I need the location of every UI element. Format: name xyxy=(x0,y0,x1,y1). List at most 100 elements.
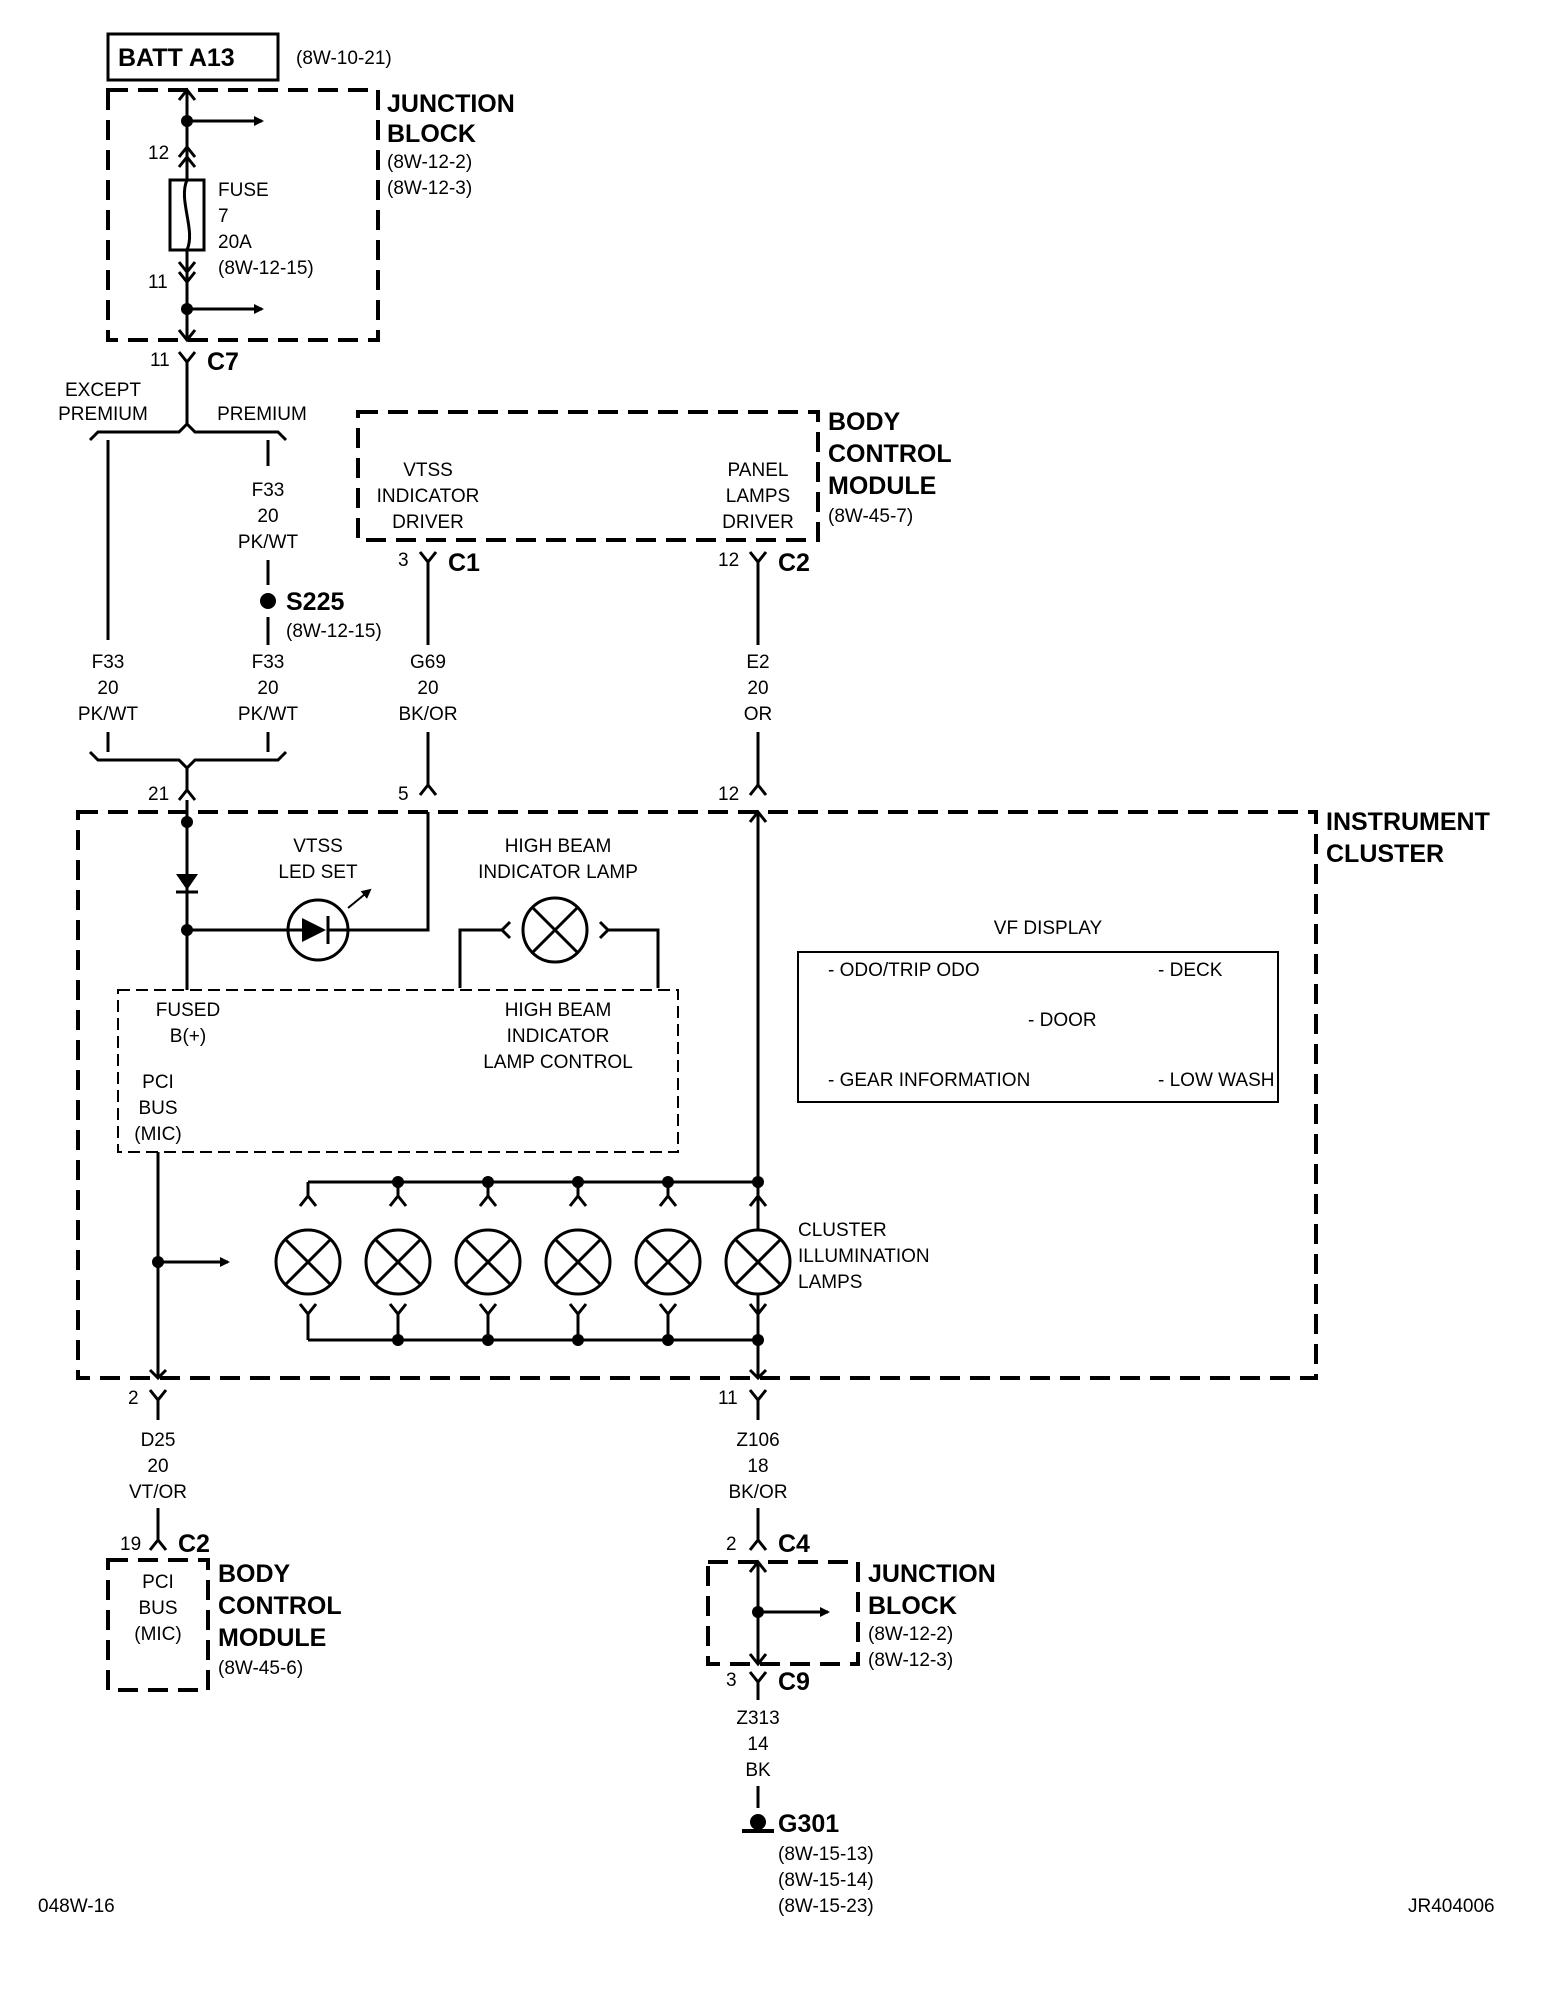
cluster-pin-12: 12 xyxy=(718,784,739,805)
except-premium-1: EXCEPT xyxy=(65,380,141,401)
c2-name: C2 xyxy=(778,549,810,577)
jb-top-title-2: BLOCK xyxy=(387,120,476,148)
wire-f33-premium-color: PK/WT xyxy=(238,532,299,553)
vtss-driver-1: VTSS xyxy=(403,460,453,481)
wire-g69-gauge: 20 xyxy=(417,678,438,699)
wire-f33-left-gauge: 20 xyxy=(97,678,118,699)
fuse-number: 7 xyxy=(218,206,229,227)
body-control-module-top: BODY CONTROL MODULE (8W-45-7) VTSS INDIC… xyxy=(356,408,952,542)
wire-g69-color: BK/OR xyxy=(398,704,457,725)
bcm-top-title-1: BODY xyxy=(828,408,901,436)
wire-d25-color: VT/OR xyxy=(129,1482,187,1503)
fuse-label: FUSE xyxy=(218,180,269,201)
wire-e2-gauge: 20 xyxy=(747,678,768,699)
vtss-led-label-2: LED SET xyxy=(278,862,358,883)
wire-f33-premium-circuit: F33 xyxy=(252,480,285,501)
vf-item-odo: - ODO/TRIP ODO xyxy=(828,960,980,981)
illumination-lamp-icon xyxy=(274,1182,342,1340)
illumination-lamp-icon xyxy=(544,1182,612,1340)
wire-f33-right-color: PK/WT xyxy=(238,704,299,725)
option-split: EXCEPT PREMIUM PREMIUM xyxy=(58,380,307,442)
pci-bus-2: BUS xyxy=(138,1098,177,1119)
hb-control-1: HIGH BEAM xyxy=(505,1000,612,1021)
jb-bottom-pin-c9: 3 xyxy=(726,1670,737,1691)
jb-top-pin-11: 11 xyxy=(148,272,168,293)
wire-d25-gauge: 20 xyxy=(147,1456,168,1477)
hb-control-2: INDICATOR xyxy=(507,1026,610,1047)
except-premium-2: PREMIUM xyxy=(58,404,148,425)
wire-z313-color: BK xyxy=(745,1760,771,1781)
fuse-icon xyxy=(168,178,206,252)
c2-pin: 12 xyxy=(718,550,739,571)
pci-bus-3: (MIC) xyxy=(134,1124,181,1145)
ground-ref-3: (8W-15-23) xyxy=(778,1896,874,1917)
cluster-pin-11: 11 xyxy=(718,1388,738,1409)
illumination-label-2: ILLUMINATION xyxy=(798,1246,930,1267)
hb-control-3: LAMP CONTROL xyxy=(483,1052,633,1073)
footer-right-code: JR404006 xyxy=(1408,1896,1495,1917)
illumination-lamp-icon xyxy=(454,1182,522,1340)
wire-f33-left-circuit: F33 xyxy=(92,652,125,673)
wire-z106-circuit: Z106 xyxy=(736,1430,779,1451)
cluster-pin-21: 21 xyxy=(148,784,169,805)
jb-top-title-1: JUNCTION xyxy=(387,90,515,118)
instrument-cluster: INSTRUMENT CLUSTER VTSS LED SET xyxy=(76,800,1490,1381)
fused-b-plus-2: B(+) xyxy=(170,1026,206,1047)
vf-item-deck: - DECK xyxy=(1158,960,1223,981)
illumination-lamp-icon xyxy=(724,1182,792,1340)
ground-ref-2: (8W-15-14) xyxy=(778,1870,874,1891)
illumination-label-1: CLUSTER xyxy=(798,1220,887,1241)
fuse-amperage: 20A xyxy=(218,232,252,253)
wire-f33-right-circuit: F33 xyxy=(252,652,285,673)
cluster-illumination-lamps xyxy=(274,1176,792,1346)
body-control-module-bottom: 19 C2 PCI BUS (MIC) BODY CONTROL MODULE … xyxy=(106,1530,342,1692)
jb-bottom-c4: C4 xyxy=(778,1530,810,1558)
ground-name: G301 xyxy=(778,1810,839,1838)
high-beam-lamp-label-1: HIGH BEAM xyxy=(505,836,612,857)
battery-source: BATT A13 (8W-10-21) xyxy=(106,32,392,82)
panel-driver-2: LAMPS xyxy=(726,486,790,507)
cluster-pin-5: 5 xyxy=(398,784,409,805)
ground-ref-1: (8W-15-13) xyxy=(778,1844,874,1865)
bcm-bottom-connector: C2 xyxy=(178,1530,210,1558)
wire-e2-circuit: E2 xyxy=(746,652,769,673)
panel-driver-1: PANEL xyxy=(728,460,789,481)
wire-d25-circuit: D25 xyxy=(141,1430,176,1451)
vf-item-gear: - GEAR INFORMATION xyxy=(828,1070,1030,1091)
c1-pin: 3 xyxy=(398,550,409,571)
jb-top-ref-1: (8W-12-2) xyxy=(387,152,472,173)
wire-g69-circuit: G69 xyxy=(410,652,446,673)
jb-top-pin-12: 12 xyxy=(148,143,169,164)
cluster-pin-2: 2 xyxy=(128,1388,139,1409)
high-beam-lamp-label-2: INDICATOR LAMP xyxy=(478,862,638,883)
splice-s225: S225 (8W-12-15) xyxy=(260,588,382,642)
vtss-led-label-1: VTSS xyxy=(293,836,343,857)
diode-icon xyxy=(176,874,198,894)
bcm-bottom-pin: 19 xyxy=(120,1534,141,1555)
bcm-bottom-title-3: MODULE xyxy=(218,1624,326,1652)
vtss-driver-3: DRIVER xyxy=(392,512,464,533)
wire-z106-gauge: 18 xyxy=(747,1456,768,1477)
c7-pin: 11 xyxy=(150,350,170,371)
illumination-label-3: LAMPS xyxy=(798,1272,862,1293)
vtss-driver-2: INDICATOR xyxy=(377,486,480,507)
c7-name: C7 xyxy=(207,348,239,376)
vf-display: VF DISPLAY - ODO/TRIP ODO - DECK - DOOR … xyxy=(797,918,1279,1103)
jb-bottom-title-2: BLOCK xyxy=(868,1592,957,1620)
footer-left-code: 048W-16 xyxy=(38,1896,115,1917)
wire-z106-color: BK/OR xyxy=(728,1482,787,1503)
bcm-top-title-3: MODULE xyxy=(828,472,936,500)
ground-icon xyxy=(742,1814,774,1833)
wire-f33-left-color: PK/WT xyxy=(78,704,139,725)
battery-label: BATT A13 xyxy=(118,44,235,72)
illumination-lamp-icon xyxy=(364,1182,432,1340)
wire-e2-color: OR xyxy=(744,704,773,725)
jb-bottom-title-1: JUNCTION xyxy=(868,1560,996,1588)
jb-bottom-ref-2: (8W-12-3) xyxy=(868,1650,953,1671)
splice-dot-icon xyxy=(260,593,276,609)
wire-z313-circuit: Z313 xyxy=(736,1708,779,1729)
cluster-title-2: CLUSTER xyxy=(1326,840,1444,868)
bcm-bottom-pci-2: BUS xyxy=(138,1598,177,1619)
bcm-bottom-title-2: CONTROL xyxy=(218,1592,342,1620)
